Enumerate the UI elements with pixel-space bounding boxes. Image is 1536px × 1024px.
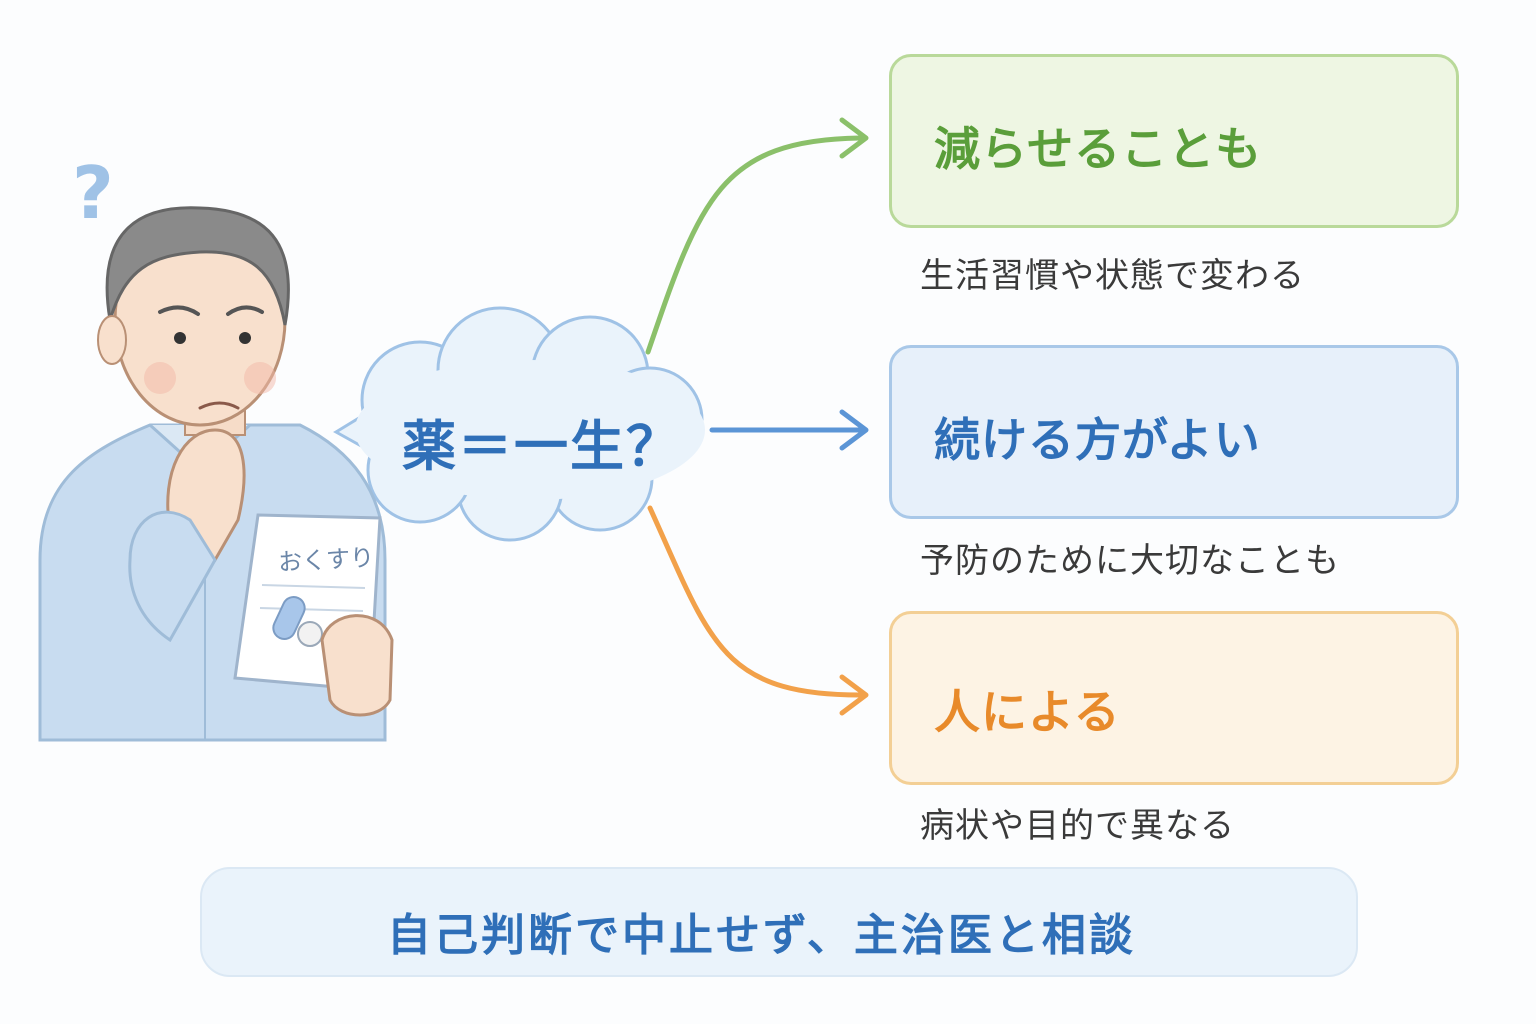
card-title: 人による — [934, 685, 1121, 739]
medicine-bag-label: おくすり — [277, 543, 375, 577]
card-caption: 病状や目的で異なる — [920, 806, 1235, 846]
tablet-icon — [297, 621, 323, 647]
card-caption: 予防のために大切なことも — [920, 541, 1340, 581]
card-title: 続ける方がよい — [934, 413, 1261, 467]
medicine-bag — [233, 513, 394, 717]
man-hand-bag — [320, 614, 394, 717]
arrowhead-green — [839, 117, 869, 159]
question-mark-icon: ? — [72, 151, 114, 235]
card-depends-on-person: 人による — [889, 611, 1459, 785]
arrowhead-orange — [839, 674, 869, 716]
capsule-icon — [272, 596, 306, 640]
cloud-question-text: 薬＝一生？ — [402, 415, 682, 478]
footer-advice-banner: 自己判断で中止せず、主治医と相談 — [200, 867, 1358, 977]
footer-advice-text: 自己判断で中止せず、主治医と相談 — [387, 910, 1136, 961]
card-continue: 続ける方がよい — [889, 345, 1459, 519]
arrow-orange — [647, 505, 863, 698]
man-illustration — [38, 206, 387, 742]
arrowhead-blue — [839, 409, 869, 451]
card-title: 減らせることも — [934, 122, 1263, 176]
card-can-reduce: 減らせることも — [889, 54, 1459, 228]
arrow-green — [645, 135, 863, 355]
card-caption: 生活習慣や状態で変わる — [920, 256, 1305, 296]
thought-cloud — [333, 306, 705, 542]
man-hair — [105, 206, 290, 326]
